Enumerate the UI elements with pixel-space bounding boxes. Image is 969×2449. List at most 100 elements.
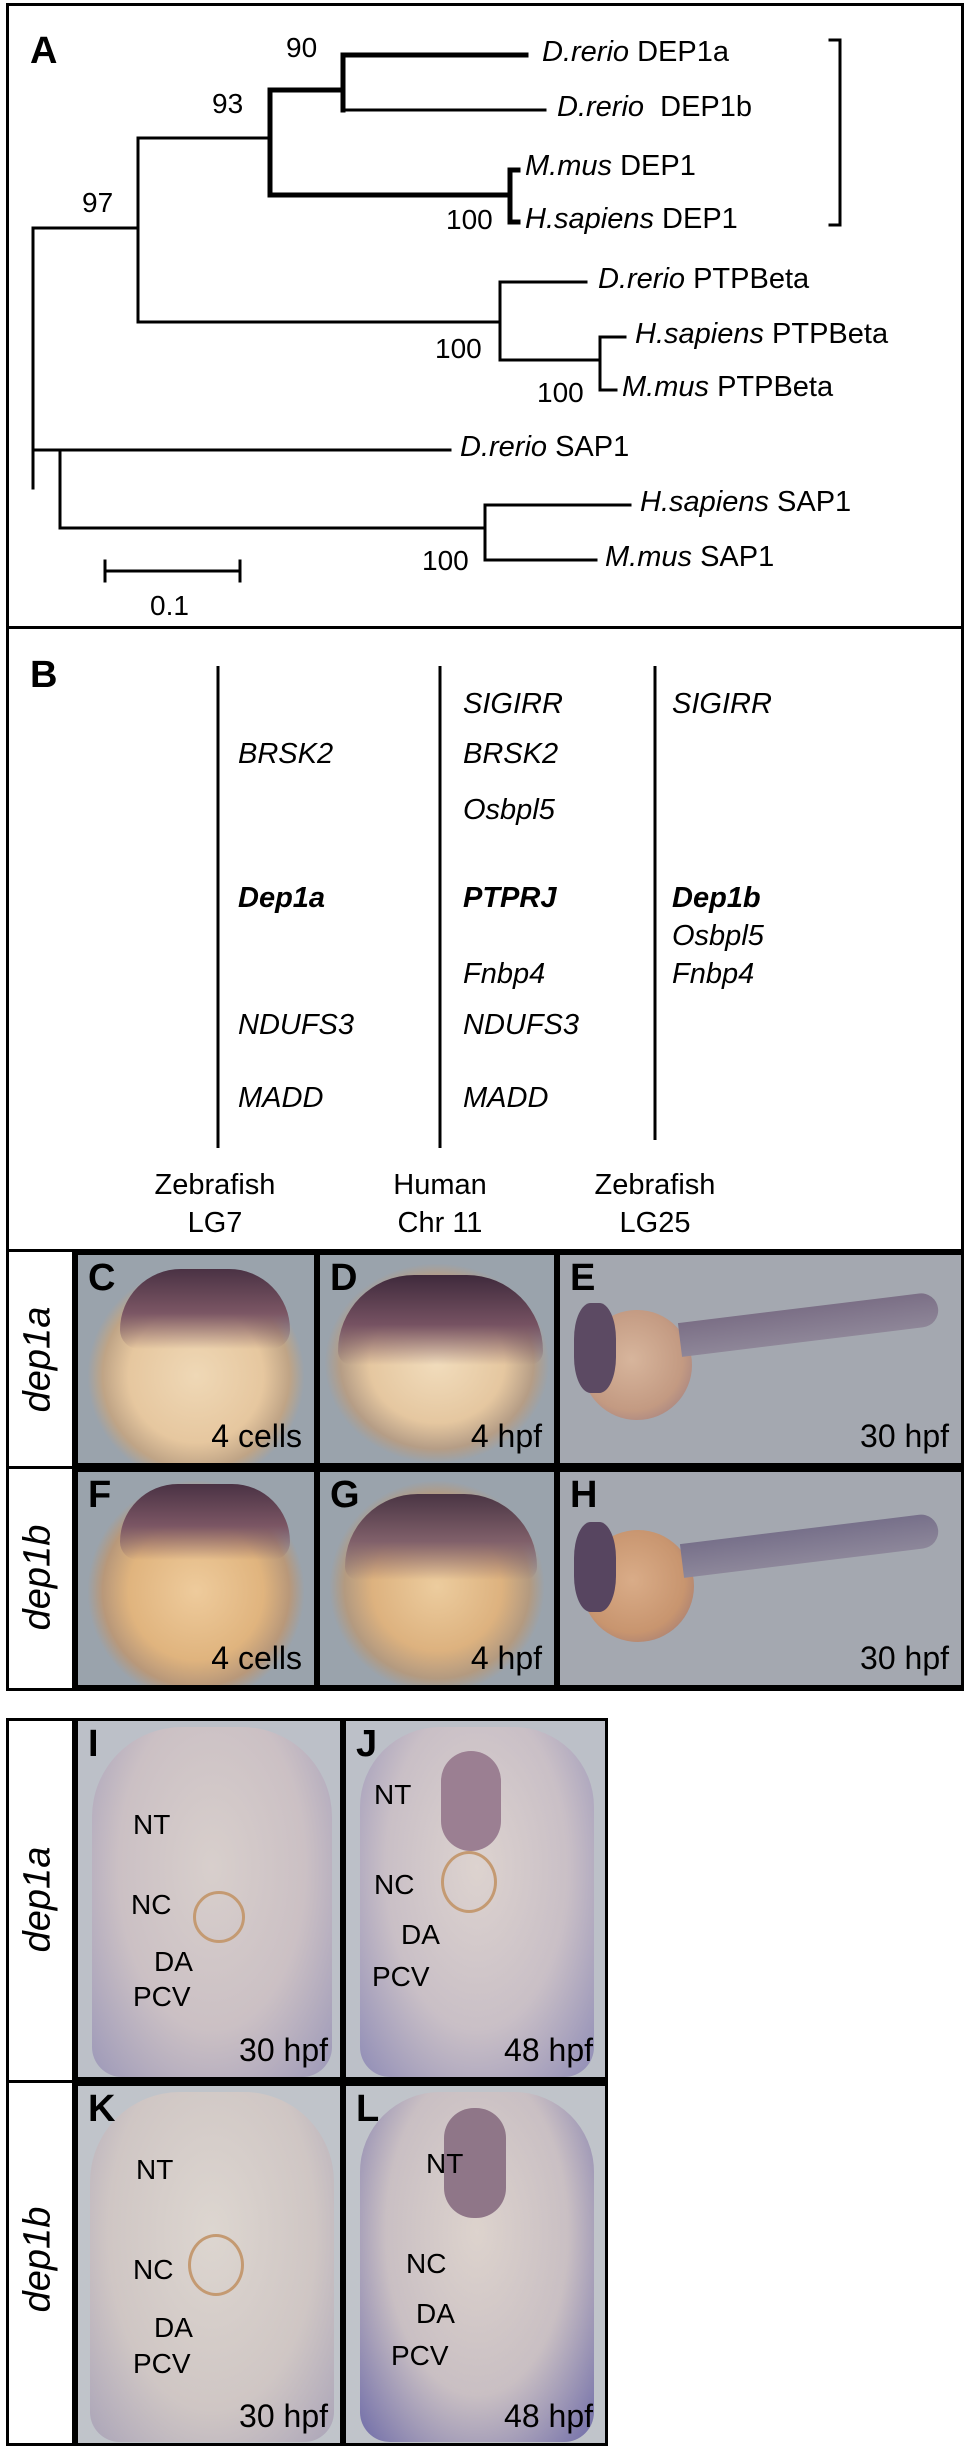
section-l-neural-tube xyxy=(444,2108,506,2218)
bootstrap-100-dep1: 100 xyxy=(446,204,493,235)
panel-l-label: L xyxy=(356,2088,380,2130)
panel-k-label: K xyxy=(88,2088,116,2130)
panel-k-da: DA xyxy=(154,2312,193,2343)
row-label-dep1b-sections: dep1b xyxy=(16,2206,59,2313)
panel-l-pcv: PCV xyxy=(391,2340,449,2371)
panel-k-pcv: PCV xyxy=(133,2348,191,2379)
panel-l-nc: NC xyxy=(406,2248,447,2279)
bootstrap-100-ptpbeta-clade: 100 xyxy=(435,333,482,364)
panel-g-stage: 4 hpf xyxy=(470,1640,542,1676)
bootstrap-90: 90 xyxy=(286,32,318,63)
photo-panel-k: K NT NC DA PCV 30 hpf xyxy=(75,2083,343,2446)
whole-mount-label-divider xyxy=(72,1249,75,1691)
photo-panel-h: H 30 hpf xyxy=(557,1469,964,1688)
panel-j-label: J xyxy=(356,1723,378,1765)
gene-lg25-osbpl5: Osbpl5 xyxy=(672,920,764,952)
embryo-h-tail xyxy=(679,1512,941,1578)
section-i-notochord xyxy=(193,1891,245,1943)
row-label-dep1a-wholemount: dep1a xyxy=(16,1306,59,1413)
panel-b-label: B xyxy=(30,654,58,696)
gene-chr11-osbpl5: Osbpl5 xyxy=(463,794,555,826)
taxon-drerio-dep1a: D.rerio DEP1a xyxy=(542,36,729,68)
panel-k-stage: 30 hpf xyxy=(239,2398,328,2434)
panel-e-stage: 30 hpf xyxy=(860,1418,949,1454)
panel-j-stage: 48 hpf xyxy=(504,2032,593,2068)
taxon-mmus-dep1: M.mus DEP1 xyxy=(525,150,696,182)
panel-i-label: I xyxy=(88,1723,99,1765)
embryo-g-blastoderm xyxy=(345,1494,537,1580)
phylogenetic-tree xyxy=(31,38,842,583)
photo-panel-d: D 4 hpf xyxy=(317,1252,557,1466)
panel-g-label: G xyxy=(330,1474,360,1516)
panel-l-nt: NT xyxy=(426,2148,464,2179)
panel-j-nt: NT xyxy=(374,1779,412,1810)
panel-i-pcv: PCV xyxy=(133,1981,191,2012)
panel-i-nt: NT xyxy=(133,1809,171,1840)
sections-divider xyxy=(6,2080,608,2083)
gene-lg25-sigirr: SIGIRR xyxy=(672,688,772,720)
panel-l-da: DA xyxy=(416,2298,455,2329)
bootstrap-93: 93 xyxy=(212,88,244,119)
panel-k-nc: NC xyxy=(133,2254,174,2285)
panel-c-stage: 4 cells xyxy=(211,1418,302,1454)
embryo-d-blastoderm xyxy=(338,1275,543,1365)
gene-chr11-ndufs3: NDUFS3 xyxy=(463,1009,580,1041)
taxon-mmus-sap1: M.mus SAP1 xyxy=(605,541,775,573)
scale-bar-label: 0.1 xyxy=(150,590,189,621)
taxon-drerio-ptpbeta: D.rerio PTPBeta xyxy=(598,263,810,295)
taxon-drerio-sap1: D.rerio SAP1 xyxy=(460,431,630,463)
gene-chr11-ptprj: PTPRJ xyxy=(463,882,557,914)
gene-lg25-fnbp4: Fnbp4 xyxy=(672,958,755,990)
gene-lg7-dep1a: Dep1a xyxy=(238,882,326,914)
section-k-notochord xyxy=(188,2234,244,2296)
panel-h-label: H xyxy=(570,1474,598,1516)
panel-i-nc: NC xyxy=(131,1889,172,1920)
panel-c-label: C xyxy=(88,1257,116,1299)
photo-panel-g: G 4 hpf xyxy=(317,1469,557,1688)
row-label-dep1a-sections: dep1a xyxy=(16,1846,59,1953)
panel-d-label: D xyxy=(330,1257,358,1299)
panel-i-stage: 30 hpf xyxy=(239,2032,328,2068)
whole-mount-divider xyxy=(6,1466,964,1469)
section-j-neural-tube xyxy=(441,1751,501,1851)
bootstrap-100-ptpbeta-pair: 100 xyxy=(537,377,584,408)
taxon-drerio-dep1b: D.rerio DEP1b xyxy=(557,91,753,123)
embryo-f-animal-pole xyxy=(120,1484,290,1560)
bootstrap-97: 97 xyxy=(82,187,114,218)
panel-k-nt: NT xyxy=(136,2154,174,2185)
gene-lg7-madd: MADD xyxy=(238,1082,324,1114)
gene-lg7-brsk2: BRSK2 xyxy=(238,738,334,770)
panel-e-label: E xyxy=(570,1257,596,1299)
chromosome-lines xyxy=(216,666,657,1148)
section-j-notochord xyxy=(441,1851,497,1913)
sections-label-divider xyxy=(72,1718,75,2446)
gene-lg7-ndufs3: NDUFS3 xyxy=(238,1009,355,1041)
taxon-hsapiens-dep1: H.sapiens DEP1 xyxy=(525,203,738,235)
panel-d-stage: 4 hpf xyxy=(470,1418,542,1454)
photo-panel-e: E 30 hpf xyxy=(557,1252,964,1466)
photo-panel-c: C 4 cells xyxy=(75,1252,317,1466)
panel-a-label: A xyxy=(30,30,58,72)
gene-chr11-brsk2: BRSK2 xyxy=(463,738,559,770)
row-label-dep1b-wholemount: dep1b xyxy=(16,1524,59,1631)
embryo-h-head xyxy=(574,1522,616,1612)
panel-f-stage: 4 cells xyxy=(211,1640,302,1676)
panel-f-label: F xyxy=(88,1474,112,1516)
gene-chr11-fnbp4: Fnbp4 xyxy=(463,958,546,990)
gene-chr11-madd: MADD xyxy=(463,1082,549,1114)
gene-lg25-dep1b: Dep1b xyxy=(672,882,761,914)
panel-j-pcv: PCV xyxy=(372,1961,430,1992)
photo-panel-l: L NT NC DA PCV 48 hpf xyxy=(343,2083,608,2446)
photo-panel-j: J NT NC DA PCV 48 hpf xyxy=(343,1718,608,2080)
panel-j-da: DA xyxy=(401,1919,440,1950)
panel-l-stage: 48 hpf xyxy=(504,2398,593,2434)
photo-panel-f: F 4 cells xyxy=(75,1469,317,1688)
panel-h-stage: 30 hpf xyxy=(860,1640,949,1676)
embryo-e-head xyxy=(574,1303,616,1393)
photo-panel-i: I NT NC DA PCV 30 hpf xyxy=(75,1718,343,2080)
panel-i-da: DA xyxy=(154,1946,193,1977)
gene-chr11-sigirr: SIGIRR xyxy=(463,688,563,720)
